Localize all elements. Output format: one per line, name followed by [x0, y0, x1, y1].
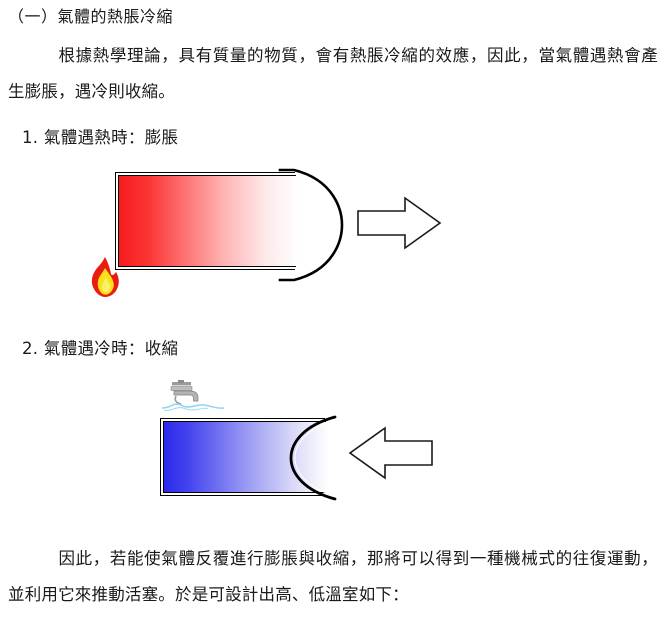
expansion-diagram [78, 162, 448, 320]
paragraph-top: 根據熱學理論，具有質量的物質，會有熱脹冷縮的效應，因此，當氣體遇熱會產生膨脹，遇… [8, 38, 658, 110]
right-arrow-icon [357, 196, 442, 250]
paragraph-bottom-text: 因此，若能使氣體反覆進行膨脹與收縮，那將可以得到一種機械式的往復運動，並利用它來… [8, 549, 658, 604]
list-item-label: 氣體遇熱時：膨脹 [43, 128, 179, 147]
left-arrow-icon [348, 426, 433, 480]
list-item-number: 2. [22, 339, 39, 358]
cylinder-inner-frame [163, 421, 326, 493]
list-item-label: 氣體遇冷時：收縮 [43, 339, 179, 358]
list-item: 2. 氣體遇冷時：收縮 [22, 338, 178, 360]
list-item: 1. 氣體遇熱時：膨脹 [22, 127, 178, 149]
page-heading: （一）氣體的熱脹冷縮 [8, 7, 174, 26]
paragraph-top-text: 根據熱學理論，具有質量的物質，會有熱脹冷縮的效應，因此，當氣體遇熱會產生膨脹，遇… [8, 46, 658, 101]
cylinder-gas-fill-hot [119, 176, 299, 266]
piston-convex-arc [278, 168, 344, 282]
contraction-diagram [150, 378, 450, 518]
cylinder-inner-frame [118, 175, 296, 267]
flame-icon [91, 257, 119, 297]
paragraph-bottom: 因此，若能使氣體反覆進行膨脹與收縮，那將可以得到一種機械式的往復運動，並利用它來… [8, 541, 658, 613]
list-item-number: 1. [22, 128, 39, 147]
piston-concave-arc [289, 415, 337, 501]
faucet-icon [161, 380, 225, 412]
